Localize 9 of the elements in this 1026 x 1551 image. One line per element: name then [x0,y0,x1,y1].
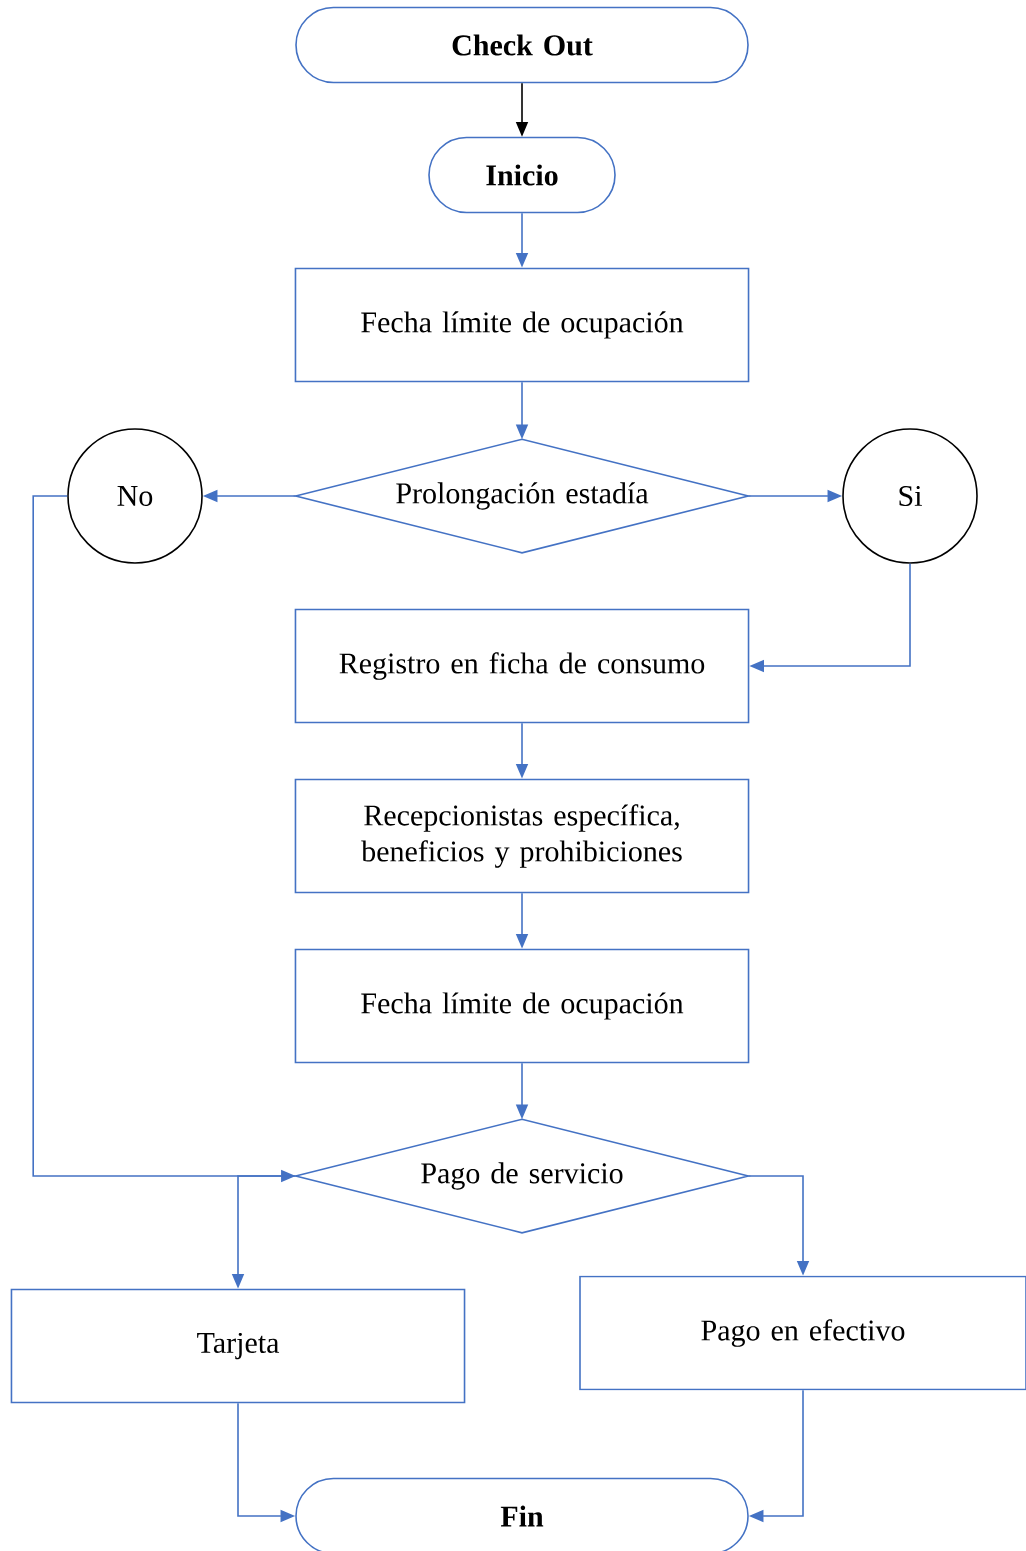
terminal-box: Check Out [295,6,749,84]
process-box: Pago en efectivo [579,1275,1026,1391]
process-box: Fecha límite de ocupación [294,267,750,383]
terminal-box: Inicio [428,136,616,214]
process-box: Recepcionistas específica, beneficios y prohibiciones [294,778,750,894]
process-box: Registro en ficha de consumo [294,608,750,724]
process-box: Tarjeta [10,1288,466,1404]
process-box: Fecha límite de ocupación [294,948,750,1064]
terminal-box: Fin [295,1477,749,1551]
